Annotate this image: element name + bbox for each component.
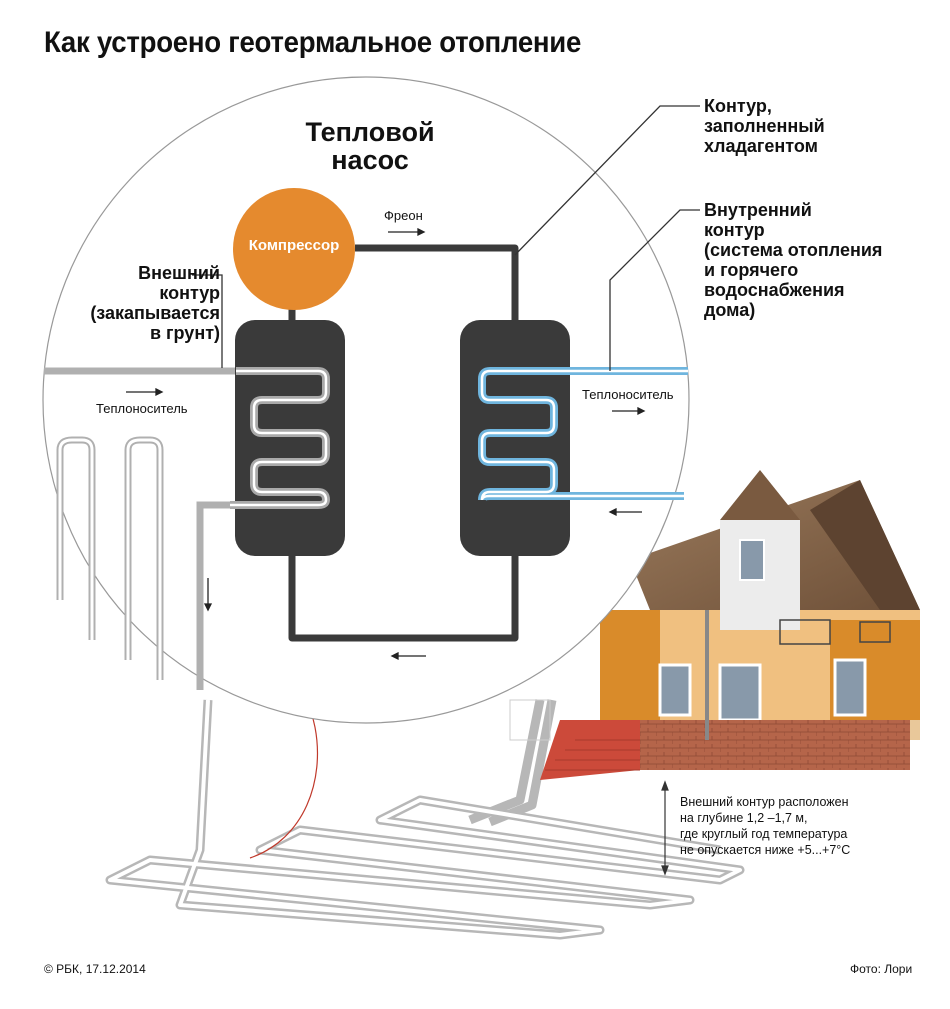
refrigerant-circuit-label: Контур, заполненный хладагентом xyxy=(704,96,825,156)
heat-pump-title: Тепловой насос xyxy=(305,117,435,175)
heat-pump-magnifier xyxy=(42,76,690,724)
flow-arrows xyxy=(126,227,646,661)
page-title: Как устроено геотермальное отопление xyxy=(44,26,582,59)
leader-lines xyxy=(192,105,700,371)
condenser-exchanger xyxy=(460,320,570,556)
compressor xyxy=(233,188,355,310)
photo-credit: Фото: Лори xyxy=(850,962,913,976)
coolant-right-label: Теплоноситель xyxy=(582,387,674,402)
outer-circuit-label: Внешний контур (закапывается в грунт) xyxy=(90,263,220,343)
depth-measure xyxy=(661,780,669,876)
depth-note: Внешний контур расположен на глубине 1,2… xyxy=(680,795,851,857)
coolant-left-label: Теплоноситель xyxy=(96,401,188,416)
house-illustration xyxy=(509,470,920,780)
evaporator-exchanger xyxy=(235,320,345,556)
inner-circuit-label: Внутренний контур (система отопления и г… xyxy=(704,200,883,320)
copyright: © РБК, 17.12.2014 xyxy=(44,962,146,976)
compressor-label: Компрессор xyxy=(248,237,340,254)
freon-label: Фреон xyxy=(384,208,423,223)
